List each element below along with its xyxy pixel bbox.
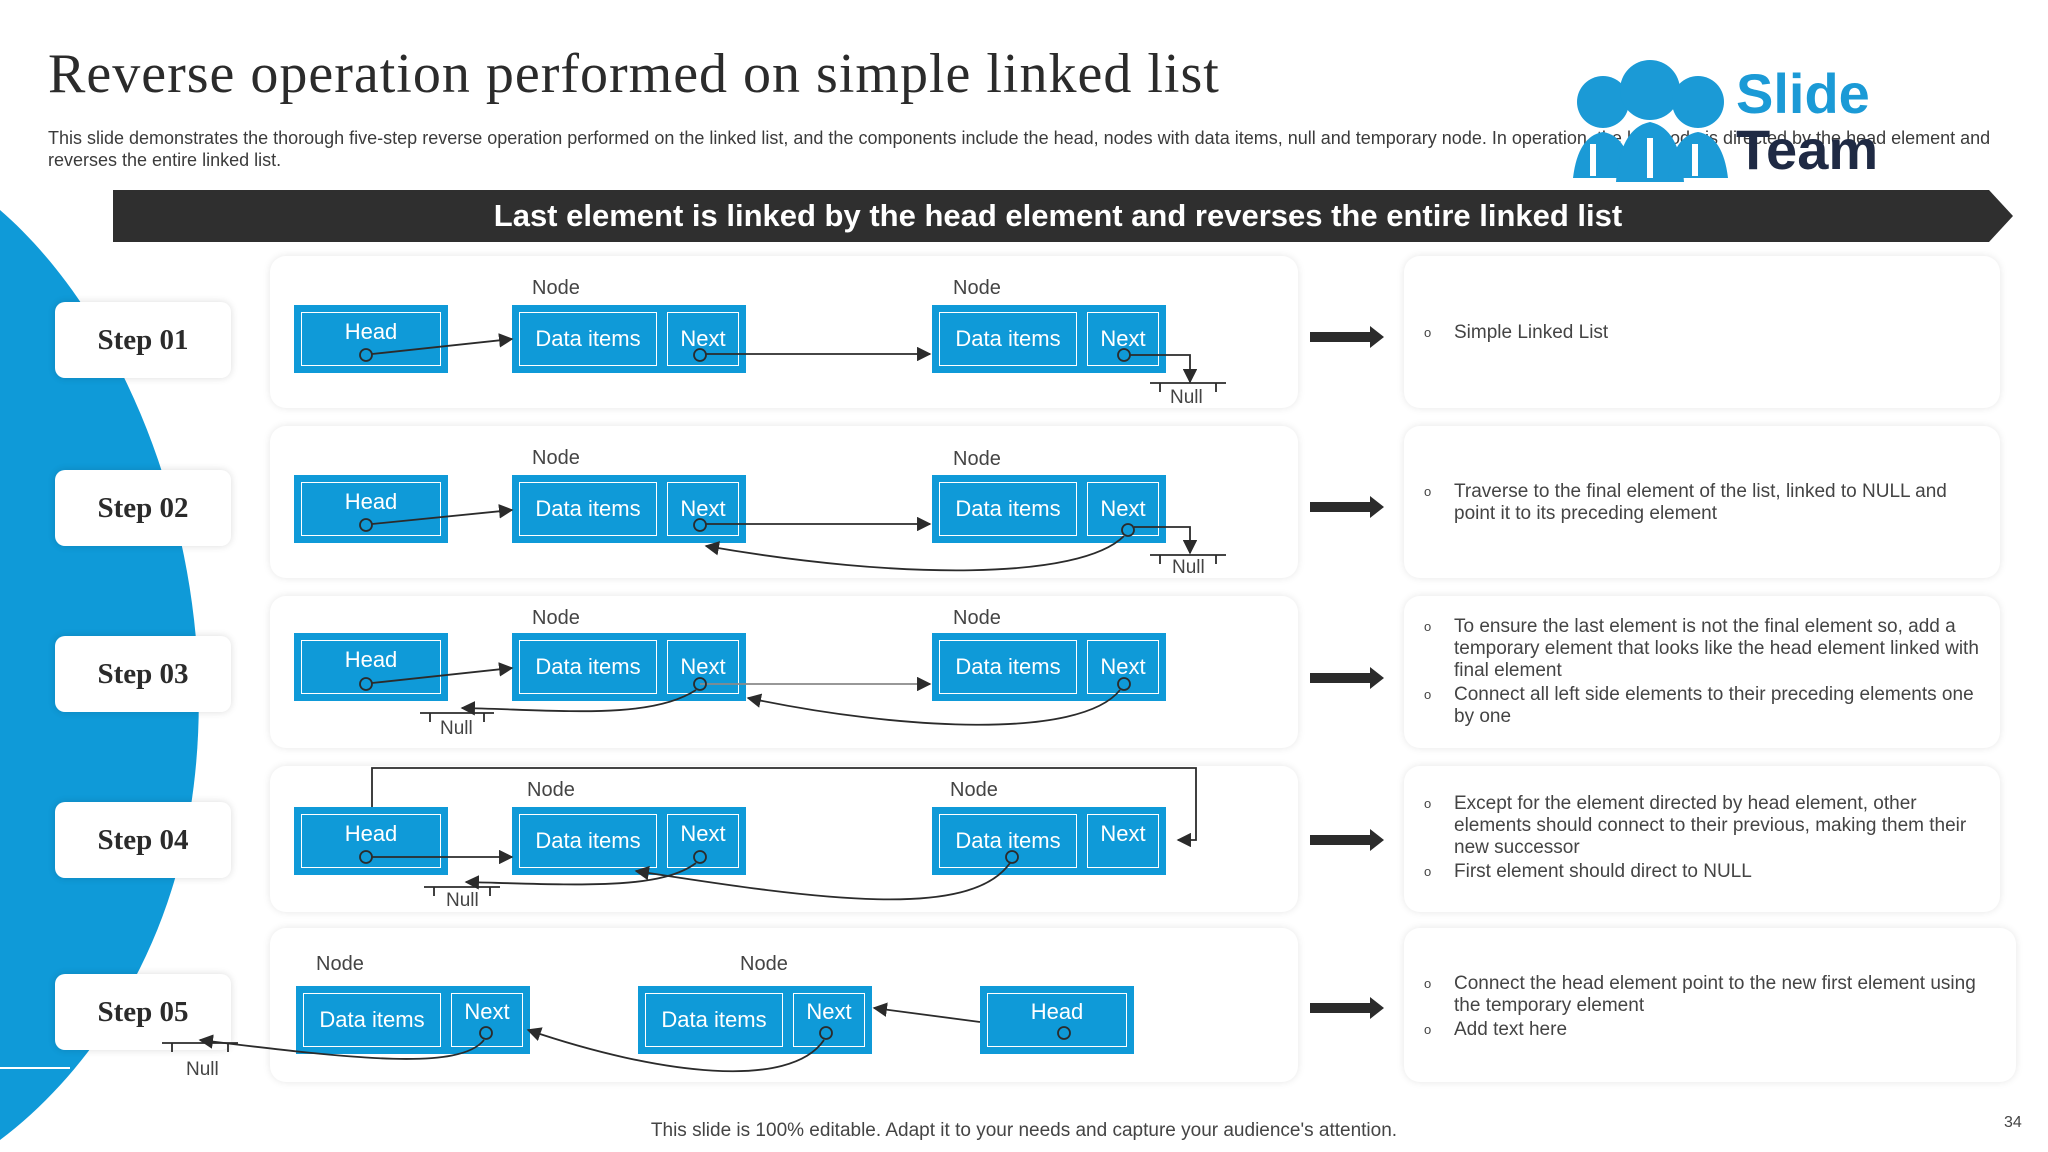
- step-label-3: Step 03: [55, 636, 231, 712]
- head-box: Head: [294, 475, 448, 543]
- next-label: Next: [1087, 312, 1159, 366]
- head-box: Head: [294, 807, 448, 875]
- next-label: Next: [667, 814, 739, 868]
- next-label: Next: [667, 640, 739, 694]
- slideteam-logo: Slide Team: [1568, 58, 1908, 188]
- null-label: Null: [1172, 557, 1205, 578]
- data-items-label: Data items: [519, 312, 657, 366]
- data-items-label: Data items: [939, 312, 1077, 366]
- desc-panel-4: [1404, 766, 2000, 912]
- next-label: Next: [1087, 482, 1159, 536]
- node-label: Node: [953, 448, 1001, 470]
- head-box: Head: [294, 633, 448, 701]
- head-label: Head: [301, 640, 441, 694]
- head-label: Head: [301, 482, 441, 536]
- next-label: Next: [667, 482, 739, 536]
- team-people-icon: [1573, 60, 1728, 182]
- node-box: Data items Next: [638, 986, 872, 1054]
- node-box: Data items Next: [512, 807, 746, 875]
- node-label: Node: [316, 953, 364, 975]
- null-label: Null: [440, 718, 473, 739]
- head-label: Head: [987, 993, 1127, 1047]
- node-box: Data items Next: [512, 475, 746, 543]
- page-subtitle: This slide demonstrates the thorough fiv…: [48, 128, 1991, 170]
- node-box: Data items Next: [512, 633, 746, 701]
- data-items-label: Data items: [939, 814, 1077, 868]
- bullet-text: Except for the element directed by head …: [1454, 793, 1967, 858]
- head-box: Head: [980, 986, 1134, 1054]
- desc-panel-5: [1404, 928, 2016, 1082]
- node-box: Data items Next: [296, 986, 530, 1054]
- node-box: Data items Next: [512, 305, 746, 373]
- page-number: 34: [2004, 1114, 2022, 1131]
- head-label: Head: [301, 312, 441, 366]
- node-label: Node: [532, 447, 580, 469]
- node-label: Node: [532, 277, 580, 299]
- bullet-text: First element should direct to NULL: [1454, 861, 1752, 882]
- data-items-label: Data items: [519, 640, 657, 694]
- node-label: Node: [740, 953, 788, 975]
- next-label: Next: [1087, 814, 1159, 868]
- bullet-text: Connect all left side elements to their …: [1454, 684, 1974, 727]
- null-label: Null: [446, 890, 479, 911]
- page-title: Reverse operation performed on simple li…: [48, 43, 1220, 105]
- logo-word-team: Team: [1736, 118, 1879, 181]
- node-label: Node: [527, 779, 575, 801]
- data-items-label: Data items: [939, 482, 1077, 536]
- data-items-label: Data items: [519, 814, 657, 868]
- node-box: Data items Next: [932, 633, 1166, 701]
- data-items-label: Data items: [939, 640, 1077, 694]
- head-box: Head: [294, 305, 448, 373]
- desc-panel-2: [1404, 426, 2000, 578]
- bullet-text: Connect the head element point to the ne…: [1454, 973, 1976, 1016]
- node-box: Data items Next: [932, 305, 1166, 373]
- data-items-label: Data items: [303, 993, 441, 1047]
- footer-note: This slide is 100% editable. Adapt it to…: [650, 1120, 1398, 1141]
- next-label: Next: [1087, 640, 1159, 694]
- bullet-text: Simple Linked List: [1454, 322, 1609, 343]
- step-label-4: Step 04: [55, 802, 231, 878]
- data-items-label: Data items: [519, 482, 657, 536]
- bullet-text: To ensure the last element is not the fi…: [1454, 616, 1979, 681]
- bullet-text: Traverse to the final element of the lis…: [1454, 481, 1947, 524]
- desc-panel-3: [1404, 596, 2000, 748]
- null-label: Null: [186, 1059, 219, 1080]
- node-box: Data items Next: [932, 475, 1166, 543]
- logo-word-slide: Slide: [1736, 62, 1870, 125]
- desc-panel-1: [1404, 256, 2000, 408]
- node-label: Node: [953, 607, 1001, 629]
- head-label: Head: [301, 814, 441, 868]
- next-label: Next: [793, 993, 865, 1047]
- data-items-label: Data items: [645, 993, 783, 1047]
- bullet-text: Add text here: [1454, 1019, 1568, 1040]
- node-label: Node: [950, 779, 998, 801]
- node-label: Node: [953, 277, 1001, 299]
- step-label-1: Step 01: [55, 302, 231, 378]
- banner-shape: [113, 190, 2013, 242]
- node-box: Data items Next: [932, 807, 1166, 875]
- next-label: Next: [451, 993, 523, 1047]
- null-label: Null: [1170, 387, 1203, 408]
- next-label: Next: [667, 312, 739, 366]
- step-label-2: Step 02: [55, 470, 231, 546]
- banner-text: Last element is linked by the head eleme…: [493, 198, 1623, 233]
- node-label: Node: [532, 607, 580, 629]
